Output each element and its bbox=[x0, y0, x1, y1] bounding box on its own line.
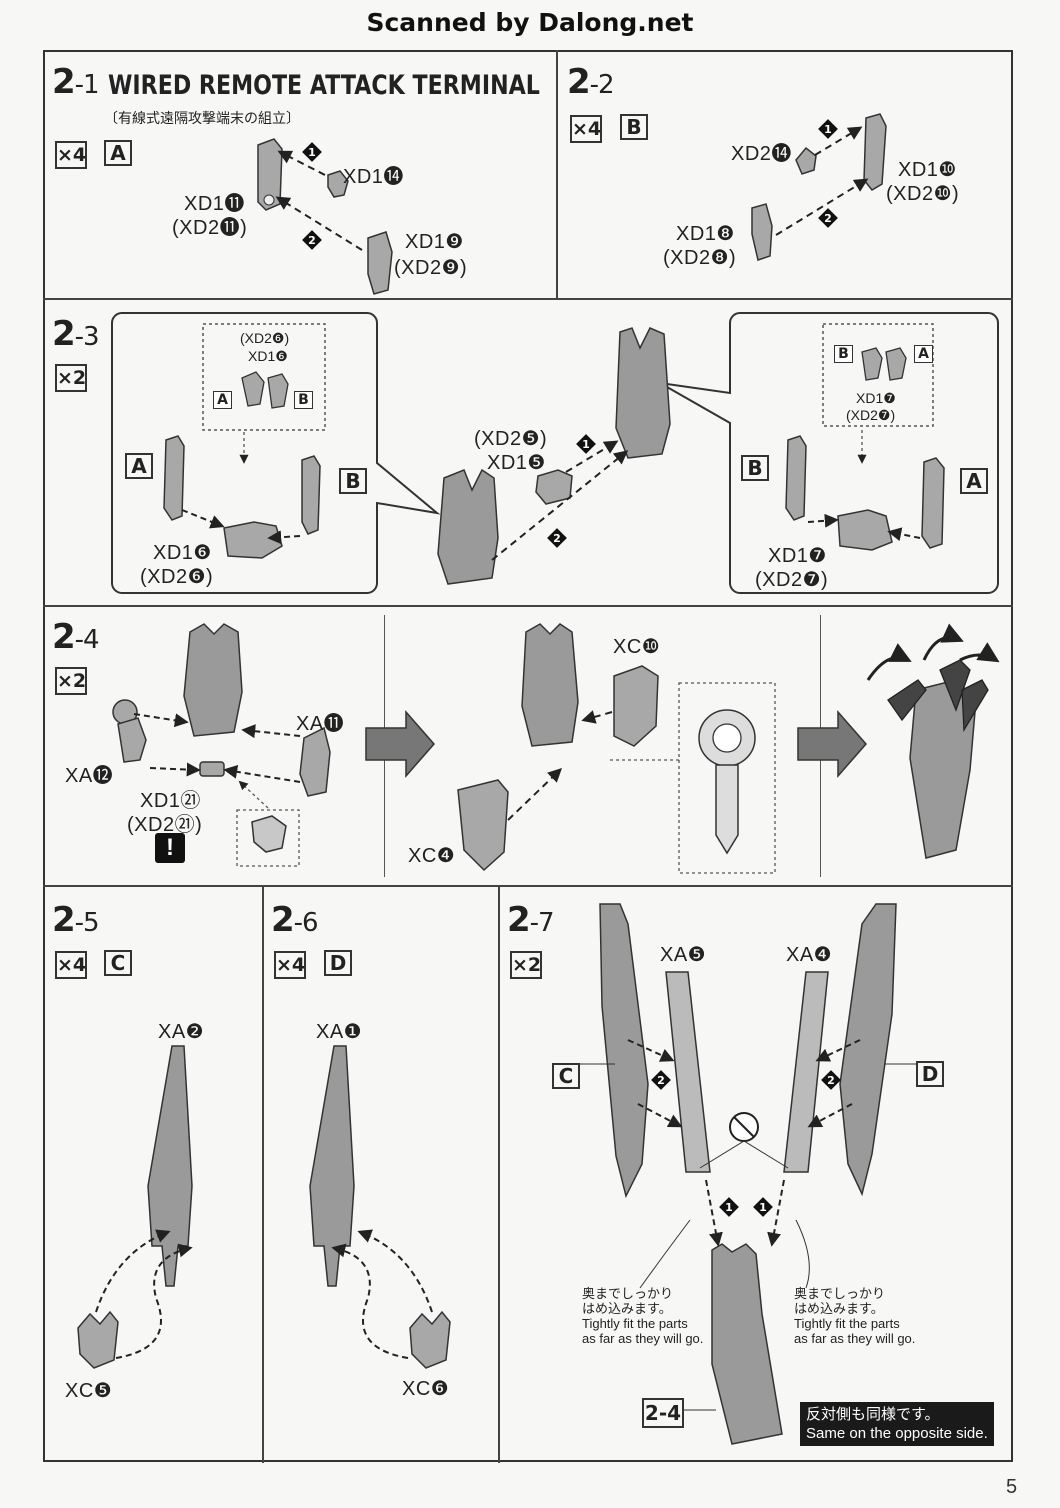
part-label: XA⓬ bbox=[65, 765, 114, 787]
part-label: XD1❺ bbox=[487, 452, 546, 474]
opposite-side-banner: 反対側も同様です。 Same on the opposite side. bbox=[800, 1402, 994, 1446]
part-label: XC❻ bbox=[402, 1378, 450, 1400]
step-reference: 2-4 bbox=[642, 1398, 684, 1428]
note-jp-line: はめ込みます。 bbox=[794, 1301, 884, 1316]
runner-tag: B bbox=[294, 391, 313, 409]
part-label: (XD2❼) bbox=[846, 407, 896, 423]
note-en-line: Tightly fit the parts bbox=[582, 1316, 688, 1331]
fit-note-right: 奥までしっかり はめ込みます。 Tightly fit the parts as… bbox=[794, 1286, 915, 1346]
quantity-badge: ×4 bbox=[570, 115, 602, 143]
part-label: XC❹ bbox=[408, 845, 456, 867]
part-label: (XD2❻) bbox=[140, 566, 214, 588]
part-label: XD1❻ bbox=[153, 542, 212, 564]
runner-tag: D bbox=[324, 950, 352, 976]
part-label: XA❶ bbox=[316, 1021, 363, 1043]
part-label: (XD2❿) bbox=[886, 183, 960, 205]
note-en-line: as far as they will go. bbox=[794, 1331, 916, 1346]
part-label: (XD2❽) bbox=[663, 247, 737, 269]
quantity-badge: ×4 bbox=[274, 951, 306, 979]
step-number-2-2: 2-2 bbox=[567, 62, 615, 102]
runner-tag: B bbox=[741, 455, 769, 481]
note-en-line: Tightly fit the parts bbox=[794, 1316, 900, 1331]
step-number-2-4: 2-4 bbox=[52, 617, 100, 657]
runner-tag: A bbox=[125, 453, 153, 479]
quantity-badge: ×2 bbox=[55, 667, 87, 695]
part-label: (XD2㉑) bbox=[127, 814, 203, 836]
quantity-badge: ×4 bbox=[55, 141, 87, 169]
part-label: XD1❾ bbox=[405, 231, 464, 253]
part-label: (XD2❻) bbox=[240, 330, 290, 346]
section-title: WIRED REMOTE ATTACK TERMINAL bbox=[108, 70, 540, 101]
part-label: XD1㉑ bbox=[140, 790, 201, 812]
watermark: Scanned by Dalong.net bbox=[366, 8, 694, 37]
instruction-frame bbox=[43, 50, 1013, 1462]
step-number-2-3: 2-3 bbox=[52, 314, 100, 354]
step-number-2-6: 2-6 bbox=[271, 900, 319, 940]
part-label: XA⓫ bbox=[296, 713, 345, 735]
column-divider bbox=[498, 886, 500, 1463]
banner-jp: 反対側も同様です。 bbox=[806, 1406, 940, 1423]
part-label: (XD2❼) bbox=[755, 569, 829, 591]
runner-tag: B bbox=[620, 114, 648, 140]
part-label: XA❺ bbox=[660, 944, 707, 966]
runner-tag: B bbox=[834, 345, 853, 363]
part-label: XD1⓮ bbox=[343, 166, 404, 188]
part-label: XC❺ bbox=[65, 1380, 113, 1402]
runner-tag: A bbox=[104, 140, 132, 166]
step-number-2-1: 2-1 bbox=[52, 62, 100, 102]
column-divider bbox=[262, 886, 264, 1463]
runner-tag: C bbox=[552, 1063, 580, 1089]
page-number: 5 bbox=[1006, 1476, 1018, 1498]
runner-tag: A bbox=[914, 345, 933, 363]
runner-tag: C bbox=[104, 950, 132, 976]
note-jp-line: 奥までしっかり bbox=[794, 1286, 886, 1301]
runner-tag: A bbox=[213, 391, 232, 409]
part-label: XD1⓫ bbox=[184, 193, 245, 215]
step-number-2-7: 2-7 bbox=[507, 900, 555, 940]
part-label: XD1❽ bbox=[676, 223, 735, 245]
row-divider bbox=[43, 298, 1013, 300]
section-subtitle: 〔有線式遠隔攻撃端末の組立〕 bbox=[104, 110, 300, 126]
part-label: XD1❿ bbox=[898, 159, 957, 181]
column-divider bbox=[556, 50, 558, 300]
warning-icon: ! bbox=[155, 833, 185, 863]
note-jp-line: はめ込みます。 bbox=[582, 1301, 672, 1316]
note-en-line: as far as they will go. bbox=[582, 1331, 704, 1346]
runner-tag: D bbox=[916, 1061, 944, 1087]
quantity-badge: ×4 bbox=[55, 951, 87, 979]
part-label: XD2⓮ bbox=[731, 143, 792, 165]
part-label: XA❷ bbox=[158, 1021, 205, 1043]
part-label: XD1❼ bbox=[856, 390, 896, 406]
quantity-badge: ×2 bbox=[510, 951, 542, 979]
row-divider bbox=[43, 885, 1013, 887]
quantity-badge: ×2 bbox=[55, 364, 87, 392]
runner-tag: B bbox=[339, 468, 367, 494]
part-label: XD1❼ bbox=[768, 545, 827, 567]
part-label: XD1❻ bbox=[248, 348, 288, 364]
runner-tag: A bbox=[960, 468, 988, 494]
part-label: XC❿ bbox=[613, 636, 661, 658]
part-label: (XD2❺) bbox=[474, 428, 548, 450]
step-number-2-5: 2-5 bbox=[52, 900, 100, 940]
part-label: (XD2⓫) bbox=[172, 217, 248, 239]
fit-note-left: 奥までしっかり はめ込みます。 Tightly fit the parts as… bbox=[582, 1286, 703, 1346]
row-divider bbox=[43, 605, 1013, 607]
banner-en: Same on the opposite side. bbox=[806, 1425, 988, 1442]
note-jp-line: 奥までしっかり bbox=[582, 1286, 674, 1301]
part-label: (XD2❾) bbox=[394, 257, 468, 279]
part-label: XA❹ bbox=[786, 944, 833, 966]
